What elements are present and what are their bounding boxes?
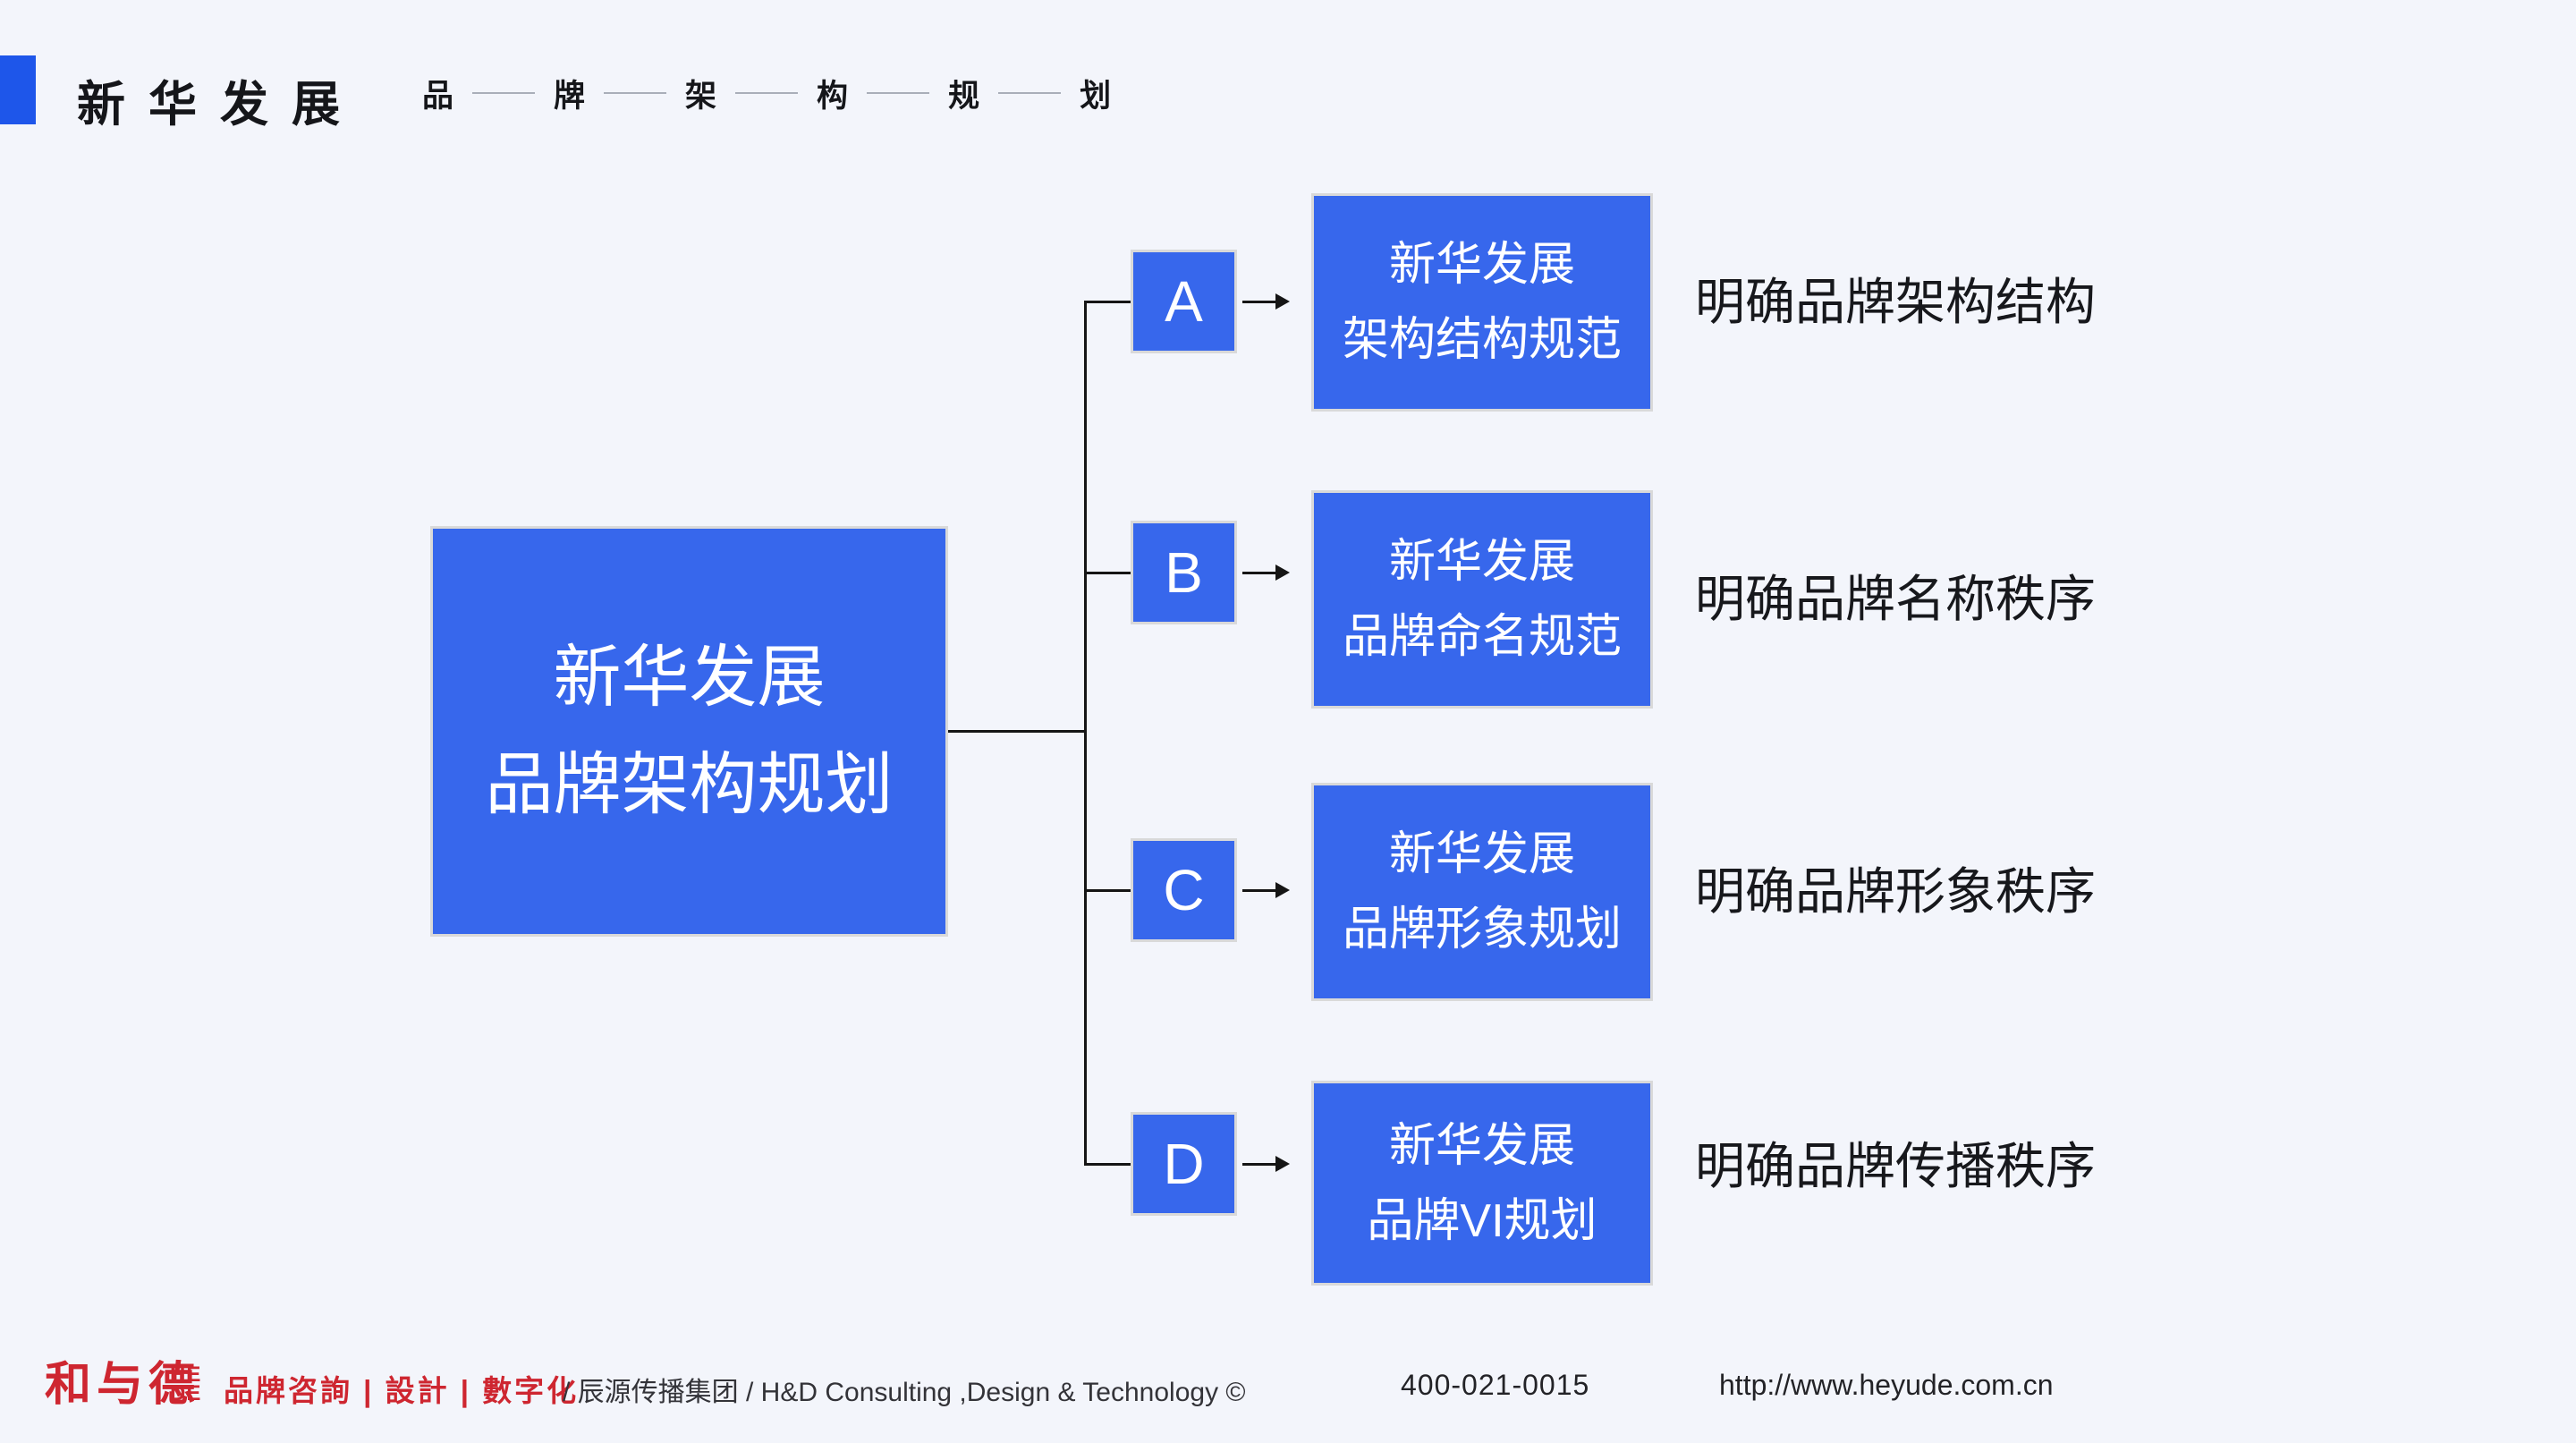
footer-phone: 400-021-0015 bbox=[1401, 1369, 1590, 1401]
arrow-b-icon bbox=[1242, 564, 1290, 581]
breadcrumb-char: 构 bbox=[817, 78, 849, 114]
breadcrumb-char: 品 bbox=[422, 78, 454, 114]
connector-stub-a bbox=[1085, 301, 1131, 303]
note-a: 明确品牌架构结构 bbox=[1695, 274, 2096, 330]
branch-node-b-line2: 品牌命名规范 bbox=[1342, 611, 1622, 663]
node-key-d: D bbox=[1131, 1112, 1237, 1216]
node-key-c: C bbox=[1131, 838, 1237, 942]
footer-company-credit: / 辰源传播集团 / H&D Consulting ,Design & Tech… bbox=[563, 1378, 1246, 1407]
page-title: 新华发展 bbox=[77, 78, 363, 132]
branch-node-b: 新华发展 品牌命名规范 bbox=[1311, 490, 1653, 709]
branch-node-b-line1: 新华发展 bbox=[1388, 536, 1575, 588]
breadcrumb-char: 架 bbox=[685, 78, 717, 114]
connector-stub-d bbox=[1085, 1163, 1131, 1166]
branch-node-a-line1: 新华发展 bbox=[1388, 239, 1575, 291]
branch-node-c-line2: 品牌形象规划 bbox=[1342, 904, 1622, 955]
footer-brand-logo-he: HE bbox=[170, 1362, 202, 1387]
header-logo-mark bbox=[0, 55, 36, 124]
note-d: 明确品牌传播秩序 bbox=[1695, 1138, 2096, 1194]
breadcrumb-divider bbox=[604, 92, 667, 94]
arrow-d-icon bbox=[1242, 1156, 1290, 1172]
breadcrumb-char: 划 bbox=[1080, 78, 1112, 114]
branch-node-c: 新华发展 品牌形象规划 bbox=[1311, 783, 1653, 1001]
footer-website: http://www.heyude.com.cn bbox=[1719, 1369, 2054, 1401]
breadcrumb-char: 牌 bbox=[554, 78, 586, 114]
arrow-a-icon bbox=[1242, 293, 1290, 310]
footer-brand-logo: 和与德 bbox=[45, 1357, 201, 1412]
breadcrumb-divider bbox=[998, 92, 1062, 94]
footer-brand-logo-latin: HE DE bbox=[170, 1362, 202, 1405]
connector-root-line bbox=[948, 730, 1085, 733]
branch-node-c-line1: 新华发展 bbox=[1388, 828, 1575, 880]
connector-stub-b bbox=[1085, 572, 1131, 574]
footer-tagline: 品牌咨詢 | 設計 | 數字化 bbox=[224, 1374, 580, 1407]
note-b: 明确品牌名称秩序 bbox=[1695, 571, 2096, 627]
root-node: 新华发展 品牌架构规划 bbox=[430, 526, 948, 937]
connector-trunk-line bbox=[1084, 301, 1087, 1166]
breadcrumb-char: 规 bbox=[948, 78, 980, 114]
node-key-b-label: B bbox=[1165, 540, 1203, 605]
branch-node-d: 新华发展 品牌VI规划 bbox=[1311, 1081, 1653, 1286]
breadcrumb-divider bbox=[472, 92, 536, 94]
breadcrumb: 品 牌 架 构 规 划 bbox=[422, 70, 1111, 116]
branch-node-d-line1: 新华发展 bbox=[1388, 1119, 1575, 1172]
footer-brand-logo-de: DE bbox=[170, 1381, 202, 1405]
arrow-c-icon bbox=[1242, 882, 1290, 898]
node-key-c-label: C bbox=[1163, 858, 1205, 922]
connector-stub-c bbox=[1085, 889, 1131, 892]
node-key-b: B bbox=[1131, 521, 1237, 624]
breadcrumb-divider bbox=[867, 92, 930, 94]
note-c: 明确品牌形象秩序 bbox=[1695, 863, 2096, 920]
branch-node-a: 新华发展 架构结构规范 bbox=[1311, 193, 1653, 412]
root-node-line2: 品牌架构规划 bbox=[485, 746, 894, 823]
node-key-d-label: D bbox=[1163, 1132, 1205, 1196]
branch-node-d-line2: 品牌VI规划 bbox=[1367, 1194, 1597, 1247]
root-node-line1: 新华发展 bbox=[553, 639, 826, 716]
node-key-a-label: A bbox=[1165, 269, 1203, 334]
branch-node-a-line2: 架构结构规范 bbox=[1342, 314, 1622, 366]
node-key-a: A bbox=[1131, 250, 1237, 353]
breadcrumb-divider bbox=[735, 92, 799, 94]
